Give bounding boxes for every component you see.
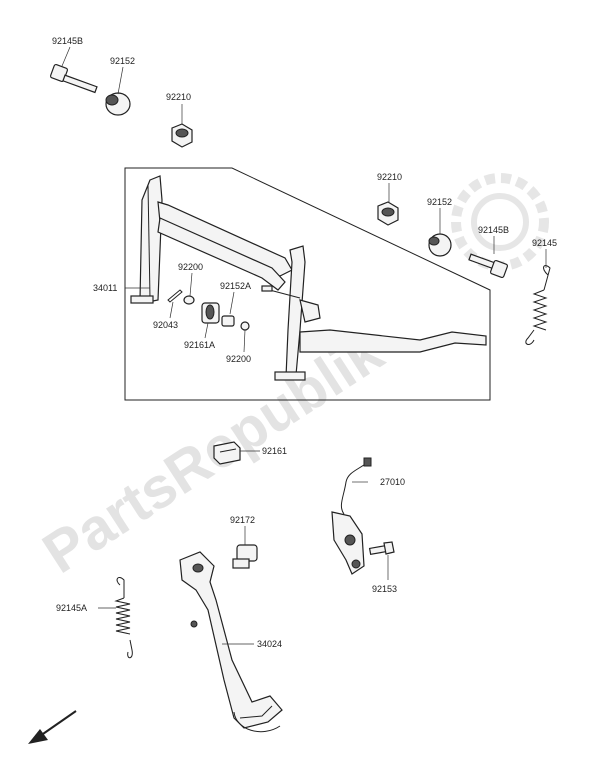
label-92200-b: 92200: [226, 354, 251, 364]
side-stand-34024: [179, 551, 283, 733]
label-92145B-right: 92145B: [478, 225, 509, 235]
label-92210-right: 92210: [377, 172, 402, 182]
bolt-92172: [232, 544, 258, 569]
cotter-pin-92043: [167, 289, 183, 303]
label-92200-a: 92200: [178, 262, 203, 272]
label-34024: 34024: [257, 639, 282, 649]
label-92145: 92145: [532, 238, 557, 248]
collar-92152-top: [105, 92, 131, 116]
leader-lines: [61, 46, 547, 645]
label-92145B-top: 92145B: [52, 36, 83, 46]
label-92152-top: 92152: [110, 56, 135, 66]
label-27010: 27010: [380, 477, 405, 487]
switch-27010: [331, 457, 372, 575]
rubber-92161: [213, 441, 241, 465]
collar-92152A: [221, 315, 235, 327]
washer-92200-b: [240, 321, 250, 331]
bolt-92145B-top: [49, 63, 98, 94]
label-92145A: 92145A: [56, 603, 87, 613]
washer-92200-a: [183, 295, 195, 305]
label-92172: 92172: [230, 515, 255, 525]
label-92152A: 92152A: [220, 281, 251, 291]
nut-92210-right: [377, 201, 399, 226]
collar-92152-right: [428, 233, 452, 257]
label-92043: 92043: [153, 320, 178, 330]
label-34011: 34011: [93, 283, 117, 293]
bolt-92145B-right: [468, 253, 509, 279]
label-92161: 92161: [262, 446, 287, 456]
label-92161A: 92161A: [184, 340, 215, 350]
direction-arrow-icon: [28, 710, 77, 744]
label-92153: 92153: [372, 584, 397, 594]
rubber-92161A: [201, 302, 220, 324]
nut-92210-top: [171, 123, 193, 148]
main-stand-group-frame: [124, 167, 491, 401]
watermark-gear-icon: [451, 173, 549, 271]
label-92210-top: 92210: [166, 92, 191, 102]
spring-92145: [525, 265, 551, 345]
bolt-92153: [368, 541, 395, 556]
main-stand-34011: [130, 175, 487, 381]
label-92152-right: 92152: [427, 197, 452, 207]
spring-92145A: [114, 577, 133, 659]
